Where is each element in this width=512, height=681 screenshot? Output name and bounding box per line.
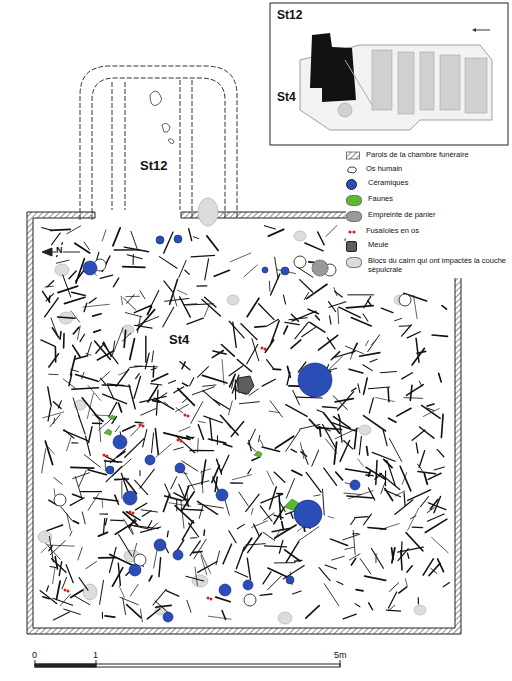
legend-row: Os humain [346,164,510,174]
spindle-whorl [207,597,213,601]
ceramic [216,489,228,501]
legend-row: Céramiques [346,178,510,190]
corridor-outline [80,66,237,220]
inset-map [270,3,508,145]
inset-label: St12 [276,8,303,22]
ceramic [219,584,231,596]
legend-swatch [346,211,362,222]
cairn-block [55,264,69,276]
ceramic [106,466,114,474]
ceramic [298,363,332,397]
legend-swatch [346,151,360,160]
human-bones [40,226,449,622]
basket-imprint [312,260,328,276]
inset-label: St4 [276,90,297,104]
spindle-whorl [103,454,109,458]
ceramic [173,550,183,560]
legend-row: Faunes [346,194,510,206]
legend-swatch [346,165,360,174]
ceramic [123,491,137,505]
cairn-block [294,231,306,241]
corridor-region: St12 [80,66,237,216]
fauna [104,429,112,435]
ceramic [129,564,141,576]
spindle-whorl [129,511,135,515]
ceramic [145,455,155,465]
spindle-whorl [261,347,267,351]
ceramic [156,236,164,244]
ceramic [286,576,294,584]
ceramic [174,235,182,243]
scale-number: 5m [334,650,347,660]
spindle-whorl [177,439,183,443]
legend-row: Fusaïoles en os [346,226,510,236]
legend-text: Os humain [366,164,402,173]
cairn-block [192,575,208,587]
structure-label: St12 [138,158,169,173]
legend-swatch [346,241,357,252]
legend-row: Meule [346,240,510,252]
cairn-block [359,425,371,435]
legend-swatch [346,257,362,268]
fauna [109,415,115,420]
legend-text: Blocs du cairn qui ont impactés la couch… [368,256,510,274]
spindle-whorl [139,424,145,428]
legend-text: Meule [368,240,388,249]
ceramic [262,267,268,273]
legend: Parois de la chambre funéraire Os humainC… [346,150,510,278]
legend-swatch [346,179,357,190]
spindle-whorl [64,589,70,593]
ceramic [350,480,360,490]
ceramic [113,435,127,449]
opening-edges [95,212,181,218]
ceramic [83,261,97,275]
legend-row: Parois de la chambre funéraire [346,150,510,160]
ceramic [281,267,289,275]
cairn-block [198,198,218,226]
grinding-stone [238,376,254,394]
cairn-block [414,605,426,615]
ceramic [175,463,185,473]
scale-number: 0 [32,650,37,660]
spindle-whorl [184,414,190,418]
legend-text: Fusaïoles en os [366,226,419,235]
north-letter: N [56,245,63,255]
ceramic [163,612,173,622]
scale-number: 1 [93,650,98,660]
legend-swatch [346,227,360,236]
legend-row: Empreinte de panier [346,210,510,222]
structure-label: St4 [167,332,191,347]
legend-text: Faunes [368,194,393,203]
legend-text: Empreinte de panier [368,210,436,219]
cairn-block [122,325,134,335]
fauna [254,451,262,457]
legend-swatch [346,195,362,206]
chamber-region: St4 [27,212,461,634]
ceramic [243,580,253,590]
ceramic [154,539,166,551]
scale-bar [35,660,340,667]
ceramic [294,500,322,528]
corridor-stones [150,91,174,144]
cairn-block [278,612,292,624]
cairn-block [227,295,239,305]
legend-text: Céramiques [368,178,408,187]
legend-text: Parois de la chambre funéraire [366,150,469,159]
chamber-opening [95,210,181,220]
legend-row: Blocs du cairn qui ont impactés la couch… [346,256,510,274]
